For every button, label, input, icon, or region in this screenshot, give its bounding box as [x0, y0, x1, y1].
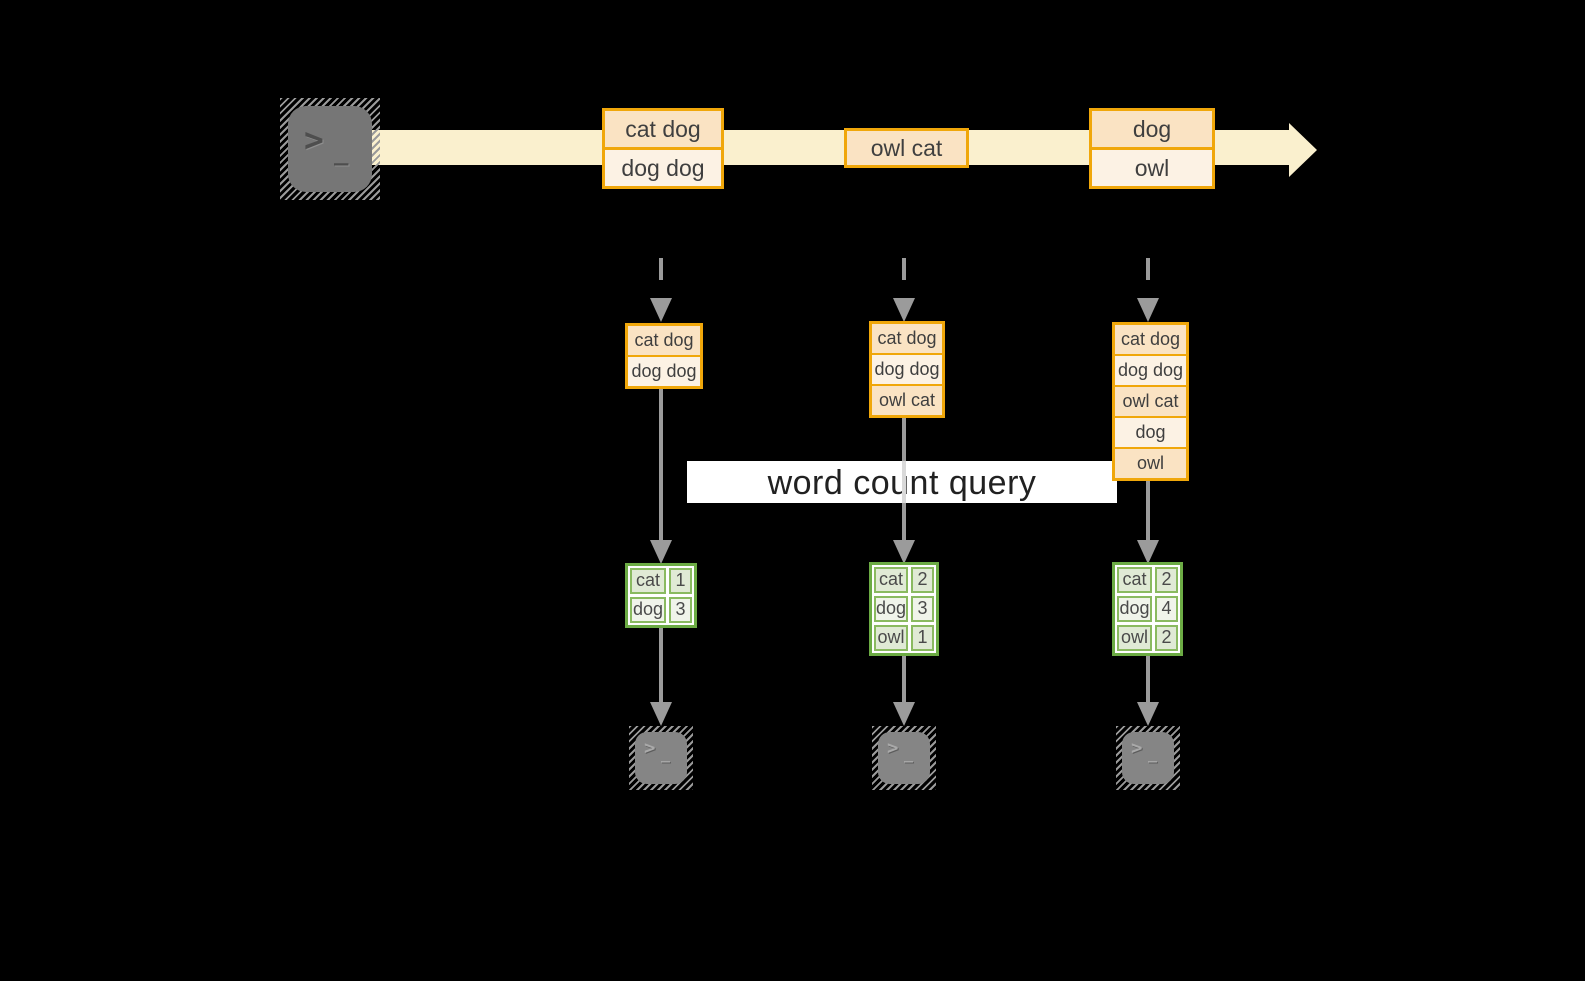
stream-arrowhead-icon — [1289, 123, 1317, 177]
terminal-icon-body: > _ — [635, 732, 687, 784]
prompt-chevron-icon: > — [1131, 737, 1143, 759]
word-count-table-3: cat 2 dog 4 owl 2 — [1112, 562, 1183, 656]
arrowhead-icon — [1137, 298, 1159, 322]
arrowhead-icon — [1137, 540, 1159, 564]
prompt-underscore-icon: _ — [904, 745, 914, 763]
prompt-underscore-icon: _ — [1148, 745, 1158, 763]
count-cell: 1 — [669, 568, 692, 594]
state-row: dog — [1115, 416, 1186, 447]
arrowhead-icon — [650, 298, 672, 322]
state-row: cat dog — [628, 326, 700, 355]
arrowhead-icon — [650, 702, 672, 726]
ingest-arrow-dashed — [902, 258, 906, 298]
count-cell: 1 — [911, 625, 935, 651]
arrowhead-icon — [650, 540, 672, 564]
sink-arrow — [659, 628, 663, 702]
ingest-arrow-dashed — [1146, 258, 1150, 298]
arrowhead-icon — [1137, 702, 1159, 726]
stream-event-box-1: cat dog dog dog — [602, 108, 724, 189]
prompt-underscore-icon: _ — [334, 138, 349, 166]
word-cell: owl — [874, 625, 909, 651]
stream-event-text: dog dog — [605, 147, 721, 186]
count-cell: 2 — [1155, 567, 1178, 593]
state-row: dog dog — [628, 355, 700, 386]
state-buffer-box-1: cat dog dog dog — [625, 323, 703, 389]
arrowhead-icon — [893, 702, 915, 726]
sink-arrow — [902, 656, 906, 702]
arrowhead-icon — [893, 540, 915, 564]
terminal-icon-body: > _ — [1122, 732, 1174, 784]
word-cell: dog — [630, 597, 666, 623]
word-cell: dog — [1117, 596, 1152, 622]
count-cell: 2 — [1155, 625, 1178, 651]
sink-arrow — [1146, 655, 1150, 702]
state-row: owl cat — [872, 384, 942, 415]
arrowhead-icon — [893, 298, 915, 322]
word-count-table-1: cat 1 dog 3 — [625, 563, 697, 628]
state-row: cat dog — [872, 324, 942, 353]
word-count-table-2: cat 2 dog 3 owl 1 — [869, 562, 939, 656]
query-banner-arrow-overlap — [902, 461, 906, 503]
state-row: owl — [1115, 447, 1186, 478]
word-cell: cat — [1117, 567, 1152, 593]
state-row: dog dog — [872, 353, 942, 384]
word-cell: cat — [874, 567, 909, 593]
sink-terminal-icon: > _ — [872, 726, 936, 790]
stream-event-text: owl cat — [847, 131, 966, 165]
count-cell: 3 — [911, 596, 935, 622]
prompt-chevron-icon: > — [304, 120, 324, 159]
word-cell: cat — [630, 568, 666, 594]
stream-event-text: owl — [1092, 147, 1212, 186]
count-cell: 4 — [1155, 596, 1178, 622]
sink-terminal-icon: > _ — [629, 726, 693, 790]
count-cell: 3 — [669, 597, 692, 623]
stream-event-text: cat dog — [605, 111, 721, 147]
word-cell: dog — [874, 596, 909, 622]
stream-event-text: dog — [1092, 111, 1212, 147]
state-buffer-box-2: cat dog dog dog owl cat — [869, 321, 945, 418]
prompt-underscore-icon: _ — [661, 745, 671, 763]
word-cell: owl — [1117, 625, 1152, 651]
count-cell: 2 — [911, 567, 935, 593]
state-buffer-box-3: cat dog dog dog owl cat dog owl — [1112, 322, 1189, 481]
stream-event-box-2: owl cat — [844, 128, 969, 168]
state-row: cat dog — [1115, 325, 1186, 354]
sink-terminal-icon: > _ — [1116, 726, 1180, 790]
ingest-arrow-dashed — [659, 258, 663, 298]
state-row: dog dog — [1115, 354, 1186, 385]
stream-event-box-3: dog owl — [1089, 108, 1215, 189]
source-terminal-icon: > _ — [280, 98, 380, 200]
prompt-chevron-icon: > — [887, 737, 899, 759]
query-output-arrow — [659, 389, 663, 540]
state-row: owl cat — [1115, 385, 1186, 416]
terminal-icon-body: > _ — [288, 106, 372, 192]
terminal-icon-body: > _ — [878, 732, 930, 784]
query-output-arrow — [1146, 481, 1150, 540]
prompt-chevron-icon: > — [644, 737, 656, 759]
